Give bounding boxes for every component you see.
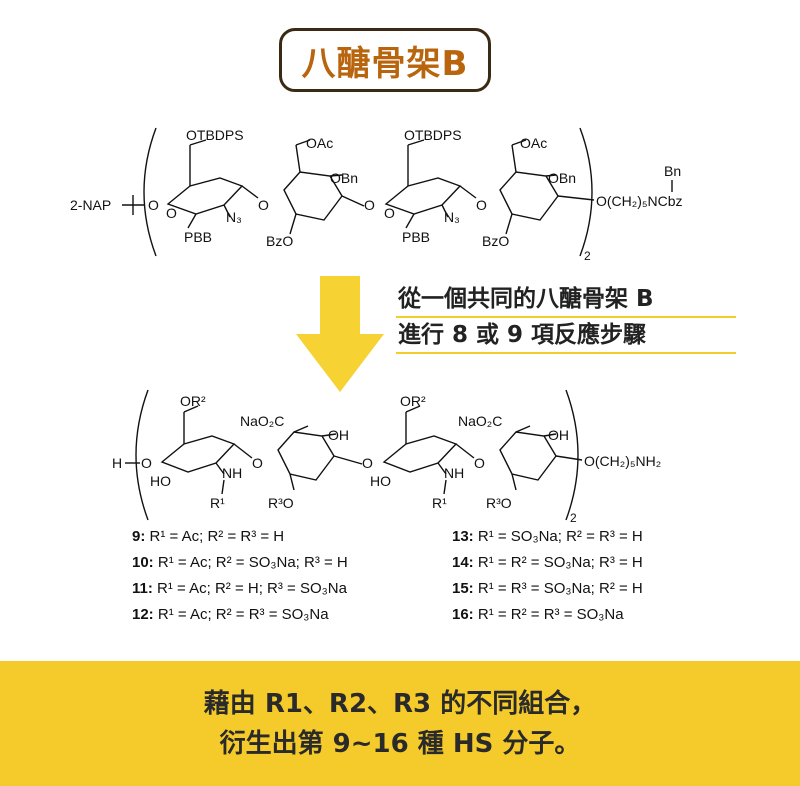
top-obn-2: OBn: [548, 170, 576, 186]
top-bn: Bn: [664, 163, 681, 179]
top-left-group: 2-NAP: [70, 197, 111, 213]
top-left-bracket: [143, 127, 157, 257]
bottom-ho-1: HO: [150, 473, 171, 489]
svg-text:O: O: [362, 455, 373, 471]
bottom-r3o-1: R³O: [268, 495, 294, 511]
reaction-note: 從一個共同的八醣骨架 B 進行 8 或 9 項反應步驟: [396, 282, 736, 354]
compound-row: 11: R¹ = Ac; R² = H; R³ = SO₃Na: [132, 580, 347, 597]
footer-line-2: 衍生出第 9~16 種 HS 分子。: [219, 728, 581, 759]
top-obn-1: OBn: [330, 170, 358, 186]
top-pbb-2: PBB: [402, 229, 430, 245]
top-pbb-1: PBB: [184, 229, 212, 245]
down-arrow: [296, 276, 384, 392]
note-line-2: 進行 8 或 9 項反應步驟: [396, 318, 736, 354]
top-labels: 2-NAP O OTBDPS OAc OBn N₃ O PBB BzO O O …: [70, 127, 683, 263]
compound-row: 10: R¹ = Ac; R² = SO₃Na; R³ = H: [132, 554, 348, 571]
top-right-bracket: [579, 127, 593, 257]
bottom-nao2c-1: NaO₂C: [240, 413, 284, 429]
bottom-ho-2: HO: [370, 473, 391, 489]
title-box: 八醣骨架B: [279, 28, 491, 92]
bottom-molecule: [125, 389, 583, 521]
top-n3-1: N₃: [226, 209, 242, 225]
bottom-r3o-2: R³O: [486, 495, 512, 511]
top-linker: O(CH₂)₅NCbz: [596, 193, 683, 209]
bottom-or2-1: OR²: [180, 393, 206, 409]
note-line-1: 從一個共同的八醣骨架 B: [396, 282, 736, 318]
top-repeat: 2: [584, 249, 591, 263]
compound-row: 14: R¹ = R² = SO₃Na; R³ = H: [452, 554, 643, 571]
bottom-right-bracket: [565, 389, 579, 521]
bottom-oh-1: OH: [328, 427, 349, 443]
footer-line-1: 藉由 R1、R2、R3 的不同組合，: [203, 688, 597, 719]
bottom-r1-2: R¹: [432, 495, 447, 511]
svg-text:O: O: [258, 197, 269, 213]
bottom-ring-2: [277, 431, 335, 481]
svg-text:O: O: [252, 455, 263, 471]
compound-row: 16: R¹ = R² = R³ = SO₃Na: [452, 606, 624, 623]
svg-text:O: O: [384, 205, 395, 221]
top-bzo-2: BzO: [482, 233, 509, 249]
bottom-left-group: H: [112, 455, 122, 471]
bottom-oh-2: OH: [548, 427, 569, 443]
svg-text:O: O: [364, 197, 375, 213]
top-molecule: [122, 127, 673, 257]
bottom-repeat: 2: [570, 511, 577, 525]
top-oac-1: OAc: [306, 135, 333, 151]
svg-text:O: O: [166, 205, 177, 221]
compound-row: 13: R¹ = SO₃Na; R² = R³ = H: [452, 528, 643, 545]
bottom-left-bracket: [135, 389, 149, 521]
svg-text:O: O: [141, 455, 152, 471]
bottom-r1-1: R¹: [210, 495, 225, 511]
bottom-nao2c-2: NaO₂C: [458, 413, 502, 429]
title-text: 八醣骨架B: [301, 43, 469, 84]
compound-row: 15: R¹ = R³ = SO₃Na; R² = H: [452, 580, 643, 597]
top-n3-2: N₃: [444, 209, 460, 225]
footer-banner: 藉由 R1、R2、R3 的不同組合， 衍生出第 9~16 種 HS 分子。: [0, 661, 800, 786]
top-otbdps-2: OTBDPS: [404, 127, 462, 143]
compound-list-right: 13: R¹ = SO₃Na; R² = R³ = H 14: R¹ = R² …: [452, 524, 643, 628]
bottom-linker: O(CH₂)₅NH₂: [584, 453, 661, 469]
svg-text:O: O: [476, 197, 487, 213]
top-bzo-1: BzO: [266, 233, 293, 249]
compound-list-left: 9: R¹ = Ac; R² = R³ = H 10: R¹ = Ac; R² …: [132, 524, 348, 628]
bottom-nh-1: NH: [222, 465, 242, 481]
bottom-nh-2: NH: [444, 465, 464, 481]
top-oac-2: OAc: [520, 135, 547, 151]
bottom-or2-2: OR²: [400, 393, 426, 409]
svg-text:O: O: [474, 455, 485, 471]
compound-row: 9: R¹ = Ac; R² = R³ = H: [132, 528, 285, 545]
svg-text:O: O: [148, 197, 159, 213]
compound-row: 12: R¹ = Ac; R² = R³ = SO₃Na: [132, 606, 329, 623]
top-otbdps-1: OTBDPS: [186, 127, 244, 143]
bottom-labels: H O OR² NaO₂C OH HO NH R¹ R³O O O OR² Na…: [112, 393, 661, 525]
